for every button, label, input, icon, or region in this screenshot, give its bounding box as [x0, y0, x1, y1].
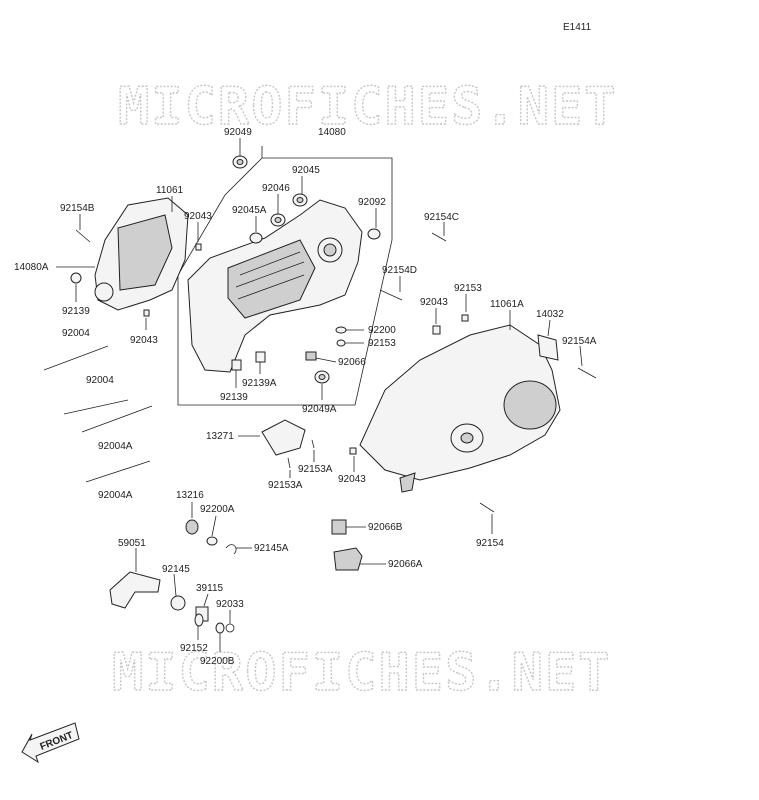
bolt-92154b[interactable] [75, 229, 91, 243]
label-59051: 59051 [118, 538, 146, 549]
front-direction-arrow: FRONT [21, 722, 80, 764]
bearing-92045a[interactable] [249, 232, 263, 244]
damper-92066b[interactable] [331, 519, 347, 535]
label-92200: 92200 [368, 325, 396, 336]
label-92152: 92152 [180, 643, 208, 654]
label-92154c: 92154C [424, 212, 459, 223]
left-crankcase-half[interactable] [94, 197, 189, 311]
label-92139a: 92139A [242, 378, 277, 389]
label-13271: 13271 [206, 431, 234, 442]
pin-92043-right[interactable] [432, 325, 441, 335]
label-92200b: 92200B [200, 656, 235, 667]
label-92145a: 92145A [254, 543, 289, 554]
label-11061: 11061 [156, 185, 184, 196]
bolt-92154a[interactable] [577, 367, 597, 379]
leader-lines [56, 138, 583, 652]
bearing-92046[interactable] [270, 213, 286, 227]
label-92049a: 92049A [302, 404, 337, 415]
label-92045a: 92045A [232, 205, 267, 216]
pin-92043-left[interactable] [143, 309, 150, 317]
label-92153-right: 92153 [454, 283, 482, 294]
bearing-92045[interactable] [292, 193, 308, 207]
stud-bolt-92004-top[interactable] [43, 345, 109, 371]
stud-bolt-92004a-2[interactable] [85, 460, 151, 483]
label-39115: 39115 [196, 583, 224, 594]
label-92154a: 92154A [562, 336, 597, 347]
spring-92145[interactable] [170, 595, 186, 611]
label-92154d: 92154D [382, 265, 417, 276]
label-92066b: 92066B [368, 522, 403, 533]
pin-92043-low[interactable] [349, 447, 357, 455]
label-11061a: 11061A [490, 299, 524, 310]
label-92043-top: 92043 [184, 211, 212, 222]
seal-92049a[interactable] [314, 370, 330, 384]
bolt-92153-mid[interactable] [336, 339, 346, 347]
bolt-92153-right[interactable] [461, 314, 469, 322]
circlip-92033[interactable] [225, 623, 235, 633]
part-labels: 14080 92049 92045 92046 92045A 92092 110… [14, 127, 597, 667]
bracket-13271[interactable] [261, 419, 315, 469]
label-92043-right: 92043 [420, 297, 448, 308]
crankcase-assembly-bracket [177, 157, 393, 406]
label-92004a-2: 92004A [98, 490, 133, 501]
watermark-bottom: MICROFICHES.NET [112, 643, 612, 703]
washer-92200b[interactable] [215, 622, 225, 634]
damper-92066a[interactable] [333, 547, 363, 571]
label-14080a: 14080A [14, 262, 49, 273]
washer-92200a[interactable] [206, 536, 218, 546]
spring-92145a[interactable] [225, 544, 237, 555]
label-92033: 92033 [216, 599, 244, 610]
label-92004a-1: 92004A [98, 441, 133, 452]
bearing-92049[interactable] [232, 155, 248, 169]
stud-bolt-92004a-1[interactable] [81, 405, 153, 433]
washer-92152[interactable] [194, 613, 204, 627]
pin-92139[interactable] [231, 359, 242, 371]
plug-92066[interactable] [305, 351, 317, 361]
label-92066: 92066 [338, 357, 366, 368]
label-92153-mid: 92153 [368, 338, 396, 349]
label-92154b: 92154B [60, 203, 95, 214]
label-92066a: 92066A [388, 559, 423, 570]
label-92049: 92049 [224, 127, 252, 138]
label-92200a: 92200A [200, 504, 235, 515]
label-92046: 92046 [262, 183, 290, 194]
seal-92092[interactable] [367, 228, 381, 240]
label-92045: 92045 [292, 165, 320, 176]
stud-bolt-92004-mid[interactable] [63, 399, 129, 415]
label-14080: 14080 [318, 127, 346, 138]
label-92139-low: 92139 [220, 392, 248, 403]
label-92153a-2: 92153A [268, 480, 303, 491]
washer-92139-left[interactable] [70, 272, 82, 284]
crankcase-cover-11061a[interactable] [359, 324, 561, 493]
label-13216: 13216 [176, 490, 204, 501]
label-14032: 14032 [536, 309, 564, 320]
gear-13216[interactable] [185, 519, 199, 535]
bolt-92154[interactable] [479, 502, 495, 513]
label-92092: 92092 [358, 197, 386, 208]
label-92153a-1: 92153A [298, 464, 333, 475]
kick-shaft-59051[interactable] [109, 571, 161, 609]
pin-92043-top[interactable] [195, 243, 202, 251]
label-92043-low: 92043 [338, 474, 366, 485]
diagram-code: E1411 [563, 22, 592, 33]
label-92139-left: 92139 [62, 306, 90, 317]
label-92154: 92154 [476, 538, 504, 549]
right-crankcase-half[interactable] [187, 199, 363, 373]
bolt-92154d[interactable] [379, 289, 403, 301]
watermark-top: MICROFICHES.NET [118, 77, 618, 137]
cover-14032[interactable] [537, 334, 559, 361]
label-92004-mid: 92004 [86, 375, 114, 386]
washer-92200[interactable] [335, 326, 347, 334]
label-92004-top: 92004 [62, 328, 90, 339]
bolt-92154c[interactable] [431, 232, 447, 242]
pin-92139a[interactable] [255, 351, 266, 363]
label-92043-left: 92043 [130, 335, 158, 346]
label-92145: 92145 [162, 564, 190, 575]
